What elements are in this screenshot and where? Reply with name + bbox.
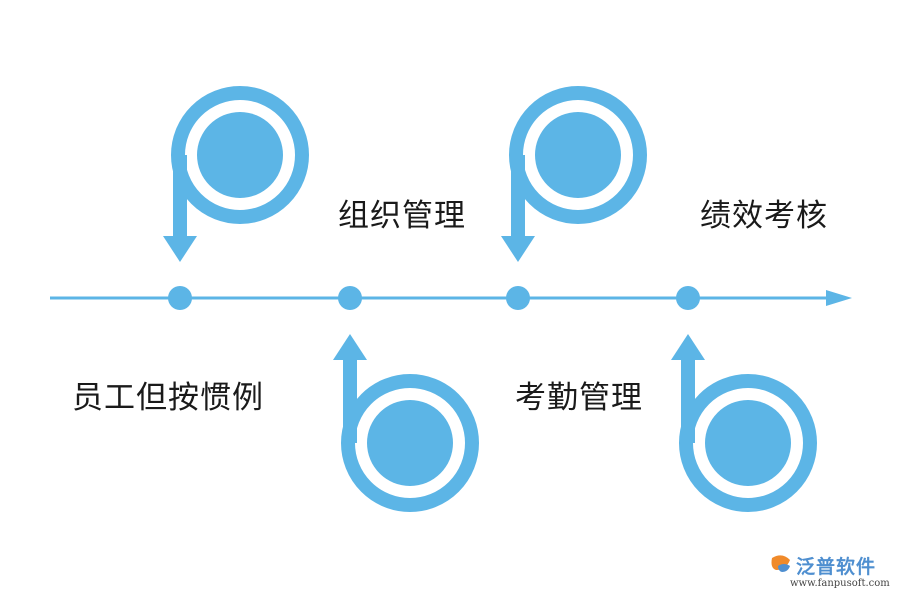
timeline-dot-1 <box>168 286 192 310</box>
milestone-label-4: 绩效考核 <box>700 198 828 234</box>
brand-url: www.fanpusoft.com <box>790 578 890 589</box>
b-icon-2 <box>671 334 817 512</box>
milestone-label-2: 组织管理 <box>338 198 466 234</box>
timeline-dot-2 <box>338 286 362 310</box>
b-icon-1 <box>333 334 479 512</box>
timeline-arrowhead <box>826 290 852 306</box>
milestone-label-1: 员工但按惯例 <box>72 380 264 416</box>
milestone-label-3: 考勤管理 <box>515 380 643 416</box>
brand-watermark: 泛普软件 <box>796 552 876 579</box>
brand-name: 泛普软件 <box>796 556 877 578</box>
timeline-dot-4 <box>676 286 700 310</box>
timeline-dot-3 <box>506 286 530 310</box>
p-icon-1 <box>163 86 309 262</box>
fanpu-logo-icon <box>771 555 790 572</box>
p-icon-2 <box>501 86 647 262</box>
